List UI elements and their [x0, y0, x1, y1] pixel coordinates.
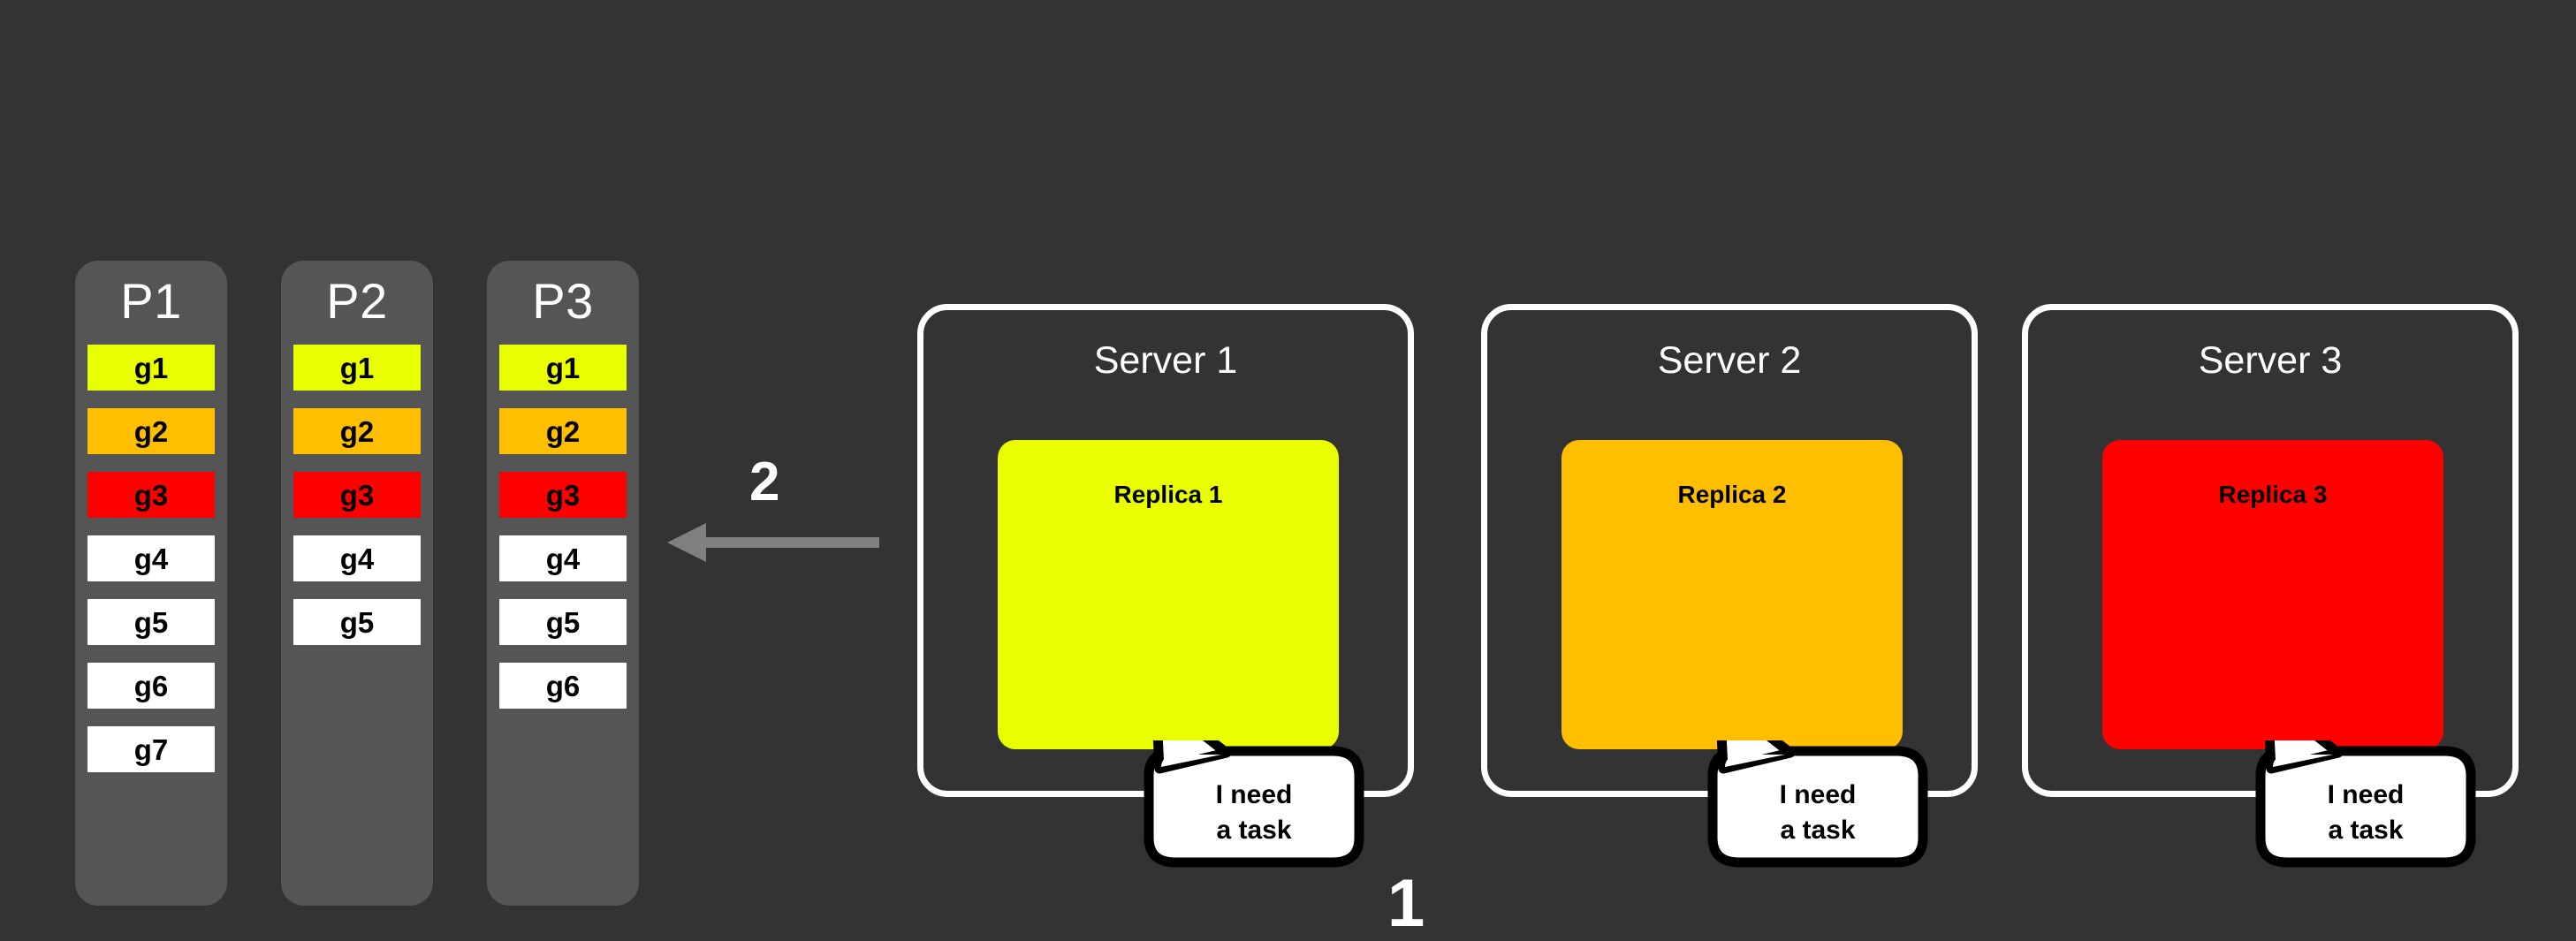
partition-p2[interactable]: P2 g1 g2 g3 g4 g5 [281, 261, 433, 906]
partition-p2-slot[interactable]: g4 [293, 535, 421, 581]
partition-p2-slot-label: g2 [339, 414, 375, 448]
flow-arrow-left [667, 521, 879, 564]
partition-p2-title: P2 [326, 273, 388, 329]
partition-p1-slot-label: g3 [133, 478, 169, 512]
step-number-2: 2 [749, 452, 780, 512]
partition-p3-slot-list: g1 g2 g3 g4 g5 g6 [499, 345, 627, 726]
partition-p3-slot-label: g5 [545, 605, 581, 639]
partition-p3-slot[interactable]: g1 [499, 345, 627, 391]
partition-p3-slot-label: g6 [545, 669, 581, 702]
server-2-box[interactable]: Server 2 Replica 2 [1481, 304, 1978, 797]
partition-p3-slot-label: g4 [545, 542, 581, 575]
server-2-replica[interactable]: Replica 2 [1562, 440, 1903, 749]
partition-p2-slot-label: g1 [339, 351, 375, 384]
server-2-replica-label: Replica 2 [1677, 481, 1787, 508]
partition-p1-slot-label: g2 [133, 414, 169, 448]
partition-p2-slot-label: g3 [339, 478, 375, 512]
partition-p2-slot-label: g4 [339, 542, 375, 575]
partition-p1-title: P1 [120, 273, 182, 329]
partition-p2-slot[interactable]: g2 [293, 408, 421, 454]
partition-p2-slot[interactable]: g1 [293, 345, 421, 391]
partition-p3-slot[interactable]: g2 [499, 408, 627, 454]
server-1-replica-label: Replica 1 [1113, 481, 1223, 508]
step-number-1: 1 [1387, 866, 1425, 941]
partition-p3-slot[interactable]: g3 [499, 472, 627, 518]
partition-p1-slot[interactable]: g3 [87, 472, 215, 518]
partition-p3-slot[interactable]: g4 [499, 535, 627, 581]
partition-p1-slot-list: g1 g2 g3 g4 g5 g6 g7 [87, 345, 215, 790]
speech-bubble-icon [1144, 740, 1364, 868]
speech-bubble-icon [1707, 740, 1928, 868]
server-1-speech-bubble[interactable]: I need a task [1140, 740, 1368, 871]
server-2-title: Server 2 [1657, 339, 1802, 382]
server-1-box[interactable]: Server 1 Replica 1 [917, 304, 1414, 797]
partition-p1-slot-label: g4 [133, 542, 169, 575]
partition-p1-slot-label: g5 [133, 605, 169, 639]
partition-p3-slot[interactable]: g6 [499, 663, 627, 709]
partition-p2-slot-label: g5 [339, 605, 375, 639]
partition-p1-slot-label: g1 [133, 351, 169, 384]
server-3-title: Server 3 [2198, 339, 2343, 382]
partition-p1[interactable]: P1 g1 g2 g3 g4 g5 g6 g7 [75, 261, 227, 906]
partition-p1-slot[interactable]: g4 [87, 535, 215, 581]
server-3-replica[interactable]: Replica 3 [2102, 440, 2443, 749]
server-2-speech-bubble[interactable]: I need a task [1704, 740, 1932, 871]
partition-p3-slot-label: g2 [545, 414, 581, 448]
partition-p1-slot[interactable]: g2 [87, 408, 215, 454]
speech-bubble-icon [2255, 740, 2476, 868]
server-1-replica[interactable]: Replica 1 [998, 440, 1339, 749]
partition-p3-slot-label: g3 [545, 478, 581, 512]
partition-p1-slot-label: g7 [133, 732, 169, 766]
partition-p3-slot[interactable]: g5 [499, 599, 627, 645]
partition-p1-slot[interactable]: g5 [87, 599, 215, 645]
server-3-replica-label: Replica 3 [2218, 481, 2328, 508]
partition-p3[interactable]: P3 g1 g2 g3 g4 g5 g6 [487, 261, 639, 906]
server-3-bubble-text: I need a task [2327, 780, 2405, 845]
server-2-bubble-text: I need a task [1779, 780, 1857, 845]
server-1-bubble-text: I need a task [1215, 780, 1293, 845]
server-3-speech-bubble[interactable]: I need a task [2252, 740, 2480, 871]
partition-p3-title: P3 [532, 273, 594, 329]
server-1-title: Server 1 [1093, 339, 1238, 382]
server-3-box[interactable]: Server 3 Replica 3 [2022, 304, 2519, 797]
partition-p1-slot[interactable]: g1 [87, 345, 215, 391]
partition-p1-slot[interactable]: g6 [87, 663, 215, 709]
partition-p1-slot-label: g6 [133, 669, 169, 702]
partition-p2-slot-list: g1 g2 g3 g4 g5 [293, 345, 421, 663]
partition-p2-slot[interactable]: g3 [293, 472, 421, 518]
partition-p2-slot[interactable]: g5 [293, 599, 421, 645]
partition-p3-slot-label: g1 [545, 351, 581, 384]
partition-p1-slot[interactable]: g7 [87, 726, 215, 772]
arrow-icon [667, 523, 879, 562]
